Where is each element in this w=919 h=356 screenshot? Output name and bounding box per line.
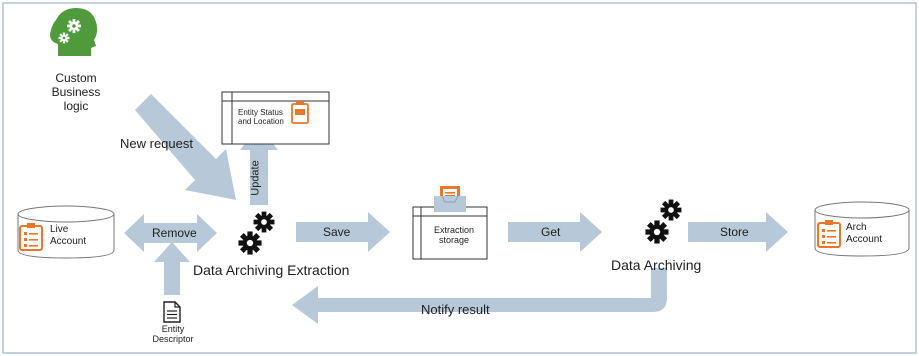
- arch-account-db: [814, 201, 910, 257]
- descriptor-arrow: [154, 242, 190, 295]
- entity-status-clipboard-icon: [291, 101, 309, 124]
- entity-descriptor-document-icon: [163, 301, 181, 323]
- custom-business-logic-label: Custom Business logic: [51, 71, 101, 113]
- arch-account-label: Arch Account: [846, 222, 883, 245]
- new-request-label: New request: [120, 136, 193, 151]
- get-label: Get: [541, 225, 561, 239]
- extraction-storage-inbox-icon: [434, 186, 466, 212]
- extraction-gears-icon: [238, 211, 275, 255]
- new-request-arrow: [135, 94, 236, 200]
- store-arrow: [688, 212, 788, 252]
- remove-arrow: [124, 214, 217, 252]
- update-arrow: [240, 126, 278, 205]
- data-archiving-extraction-label: Data Archiving Extraction: [193, 262, 350, 278]
- notify-arrow: [292, 268, 667, 324]
- live-account-clipboard-icon: [19, 222, 43, 251]
- live-account-label: Live Account: [50, 224, 87, 247]
- entity-status-box: [221, 91, 330, 145]
- remove-label: Remove: [152, 226, 197, 240]
- archiving-gears-icon: [645, 199, 682, 244]
- head-gears-icon: [50, 8, 98, 56]
- extraction-storage-label: Extraction storage: [433, 225, 475, 246]
- get-arrow: [508, 212, 602, 252]
- update-label: Update: [249, 160, 262, 196]
- entity-status-label: Entity Status and Location: [238, 108, 284, 127]
- entity-descriptor-label: Entity Descriptor: [152, 324, 194, 345]
- save-arrow: [296, 212, 390, 252]
- arch-account-clipboard-icon: [817, 219, 841, 248]
- store-label: Store: [720, 225, 749, 239]
- extraction-storage-box: [412, 206, 488, 260]
- notify-result-label: Notify result: [421, 302, 490, 317]
- save-label: Save: [323, 225, 351, 239]
- data-archiving-label: Data Archiving: [611, 257, 702, 273]
